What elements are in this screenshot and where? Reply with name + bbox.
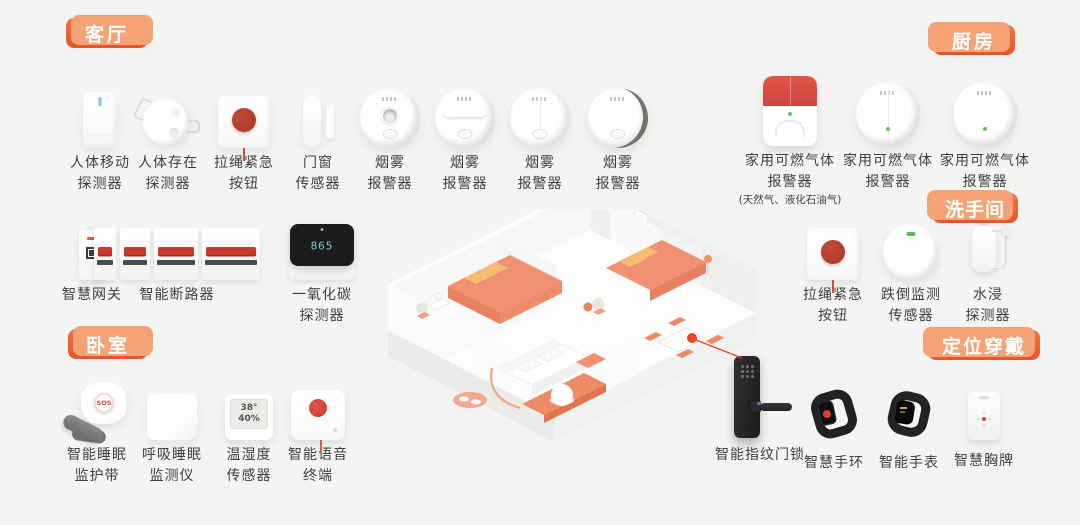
device-smart-badge: 智慧胸牌 (944, 356, 1024, 472)
device-label: 烟雾报警器 (517, 155, 563, 192)
device-smoke-alarm-1: 烟雾报警器 (345, 82, 435, 195)
device-label: 智慧手环 (804, 455, 864, 471)
wristband-icon (807, 386, 861, 442)
device-smart-breaker: 智能断路器 (94, 222, 260, 306)
device-label: 家用可燃气体报警器(天然气、液化石油气) (738, 153, 842, 206)
device-label: 拉绳紧急按钮 (214, 155, 274, 192)
co-detector-icon: 865 (288, 224, 356, 280)
watch-icon (884, 388, 934, 440)
device-fingerprint-lock: 智能指纹门锁 (700, 356, 820, 466)
device-smart-wristband: 智慧手环 (794, 356, 874, 474)
badge-icon (968, 392, 1000, 440)
device-door-window-sensor: 门窗传感器 (273, 82, 363, 195)
gas-alarm-icon (856, 82, 920, 146)
temp-value: 38° (240, 403, 258, 413)
smoke-alarm-icon (510, 88, 570, 148)
device-co-detector: 865 一氧化碳探测器 (277, 222, 367, 327)
device-fall-sensor: 跌倒监测传感器 (866, 222, 956, 327)
device-label: 烟雾报警器 (595, 155, 641, 192)
device-voice-terminal: 智能语音终端 (273, 378, 363, 487)
device-label: 烟雾报警器 (442, 155, 488, 192)
fall-sensor-icon (883, 224, 939, 280)
pull-rope-button-icon (807, 228, 859, 293)
device-presence-detector: 人体存在探测器 (123, 82, 213, 195)
device-label: 智能断路器 (139, 287, 215, 303)
device-motion-detector: 人体移动探测器 (55, 82, 145, 195)
device-label: 跌倒监测传感器 (881, 287, 941, 324)
breathing-monitor-icon (147, 394, 197, 445)
device-emergency-button: 拉绳紧急按钮 (199, 82, 289, 195)
floorplan-illustration (388, 210, 756, 442)
device-label: 家用可燃气体报警器 (843, 153, 933, 190)
banner-bathroom: 洗手间 (932, 193, 1018, 223)
smoke-alarm-icon (435, 88, 495, 148)
device-smart-watch: 智能手表 (869, 356, 949, 474)
banner-living-room-label: 客厅 (84, 23, 129, 46)
device-label: 水浸探测器 (965, 287, 1011, 324)
device-gas-alarm-3: 家用可燃气体报警器 (930, 74, 1040, 193)
door-lock-icon (705, 356, 815, 440)
smoke-alarm-icon (588, 88, 648, 148)
device-label: 智能语音终端 (288, 447, 348, 484)
presence-detector-icon (133, 93, 200, 151)
device-label: 温湿度传感器 (226, 447, 272, 484)
device-label: 一氧化碳探测器 (292, 287, 352, 324)
door-window-sensor-icon (296, 94, 340, 148)
device-breathing-monitor: 呼吸睡眠监测仪 (127, 378, 217, 487)
sos-button: SOS (94, 393, 114, 413)
device-smoke-alarm-3: 烟雾报警器 (495, 82, 585, 195)
device-pull-rope-button: 拉绳紧急按钮 (788, 222, 878, 327)
device-label: 智慧胸牌 (954, 453, 1014, 469)
banner-kitchen-label: 厨房 (951, 30, 996, 53)
device-sleep-belt: SOS 智能睡眠监护带 (52, 378, 142, 487)
device-label: 拉绳紧急按钮 (803, 287, 863, 324)
water-leak-icon (965, 222, 1011, 280)
emergency-button-icon (218, 96, 270, 161)
banner-bedroom-label: 卧室 (85, 334, 130, 357)
device-water-leak-detector: 水浸探测器 (943, 222, 1033, 327)
gas-alarm-icon (763, 76, 817, 146)
banner-living-room: 客厅 (66, 18, 148, 48)
device-label: 呼吸睡眠监测仪 (142, 447, 202, 484)
banner-bathroom-label: 洗手间 (944, 198, 1005, 221)
humidity-value: 40% (238, 414, 260, 424)
sleep-belt-icon: SOS (60, 382, 130, 445)
device-temp-humidity-sensor: 38°40% 温湿度传感器 (204, 378, 294, 487)
device-label: 烟雾报警器 (367, 155, 413, 192)
device-smoke-alarm-2: 烟雾报警器 (420, 82, 510, 195)
device-gas-alarm-1: 家用可燃气体报警器(天然气、液化石油气) (735, 74, 845, 207)
banner-wearables: 定位穿戴 (928, 330, 1040, 360)
device-label: 门窗传感器 (295, 155, 341, 192)
device-gas-alarm-2: 家用可燃气体报警器 (833, 74, 943, 193)
motion-detector-icon (83, 92, 117, 148)
banner-kitchen: 厨房 (933, 25, 1015, 55)
gas-alarm-icon (953, 82, 1017, 146)
breaker-icon (94, 228, 260, 280)
device-label: 智能指纹门锁 (715, 447, 805, 463)
device-label: 智能手表 (879, 455, 939, 471)
device-label: 人体存在探测器 (138, 155, 198, 192)
device-label: 智慧网关 (62, 287, 122, 303)
gas-alarm-note: (天然气、液化石油气) (738, 194, 842, 206)
device-smoke-alarm-4: 烟雾报警器 (573, 82, 663, 195)
device-label: 智能睡眠监护带 (67, 447, 127, 484)
device-label: 家用可燃气体报警器 (940, 153, 1030, 190)
temp-humidity-icon: 38°40% (225, 394, 273, 440)
banner-wearables-label: 定位穿戴 (941, 335, 1026, 358)
smoke-alarm-icon (360, 88, 420, 148)
voice-terminal-icon (291, 390, 345, 452)
device-label: 人体移动探测器 (70, 155, 130, 192)
entry-lock-callout-dot (687, 333, 697, 343)
co-display-value: 865 (310, 239, 334, 253)
banner-bedroom: 卧室 (68, 329, 148, 359)
